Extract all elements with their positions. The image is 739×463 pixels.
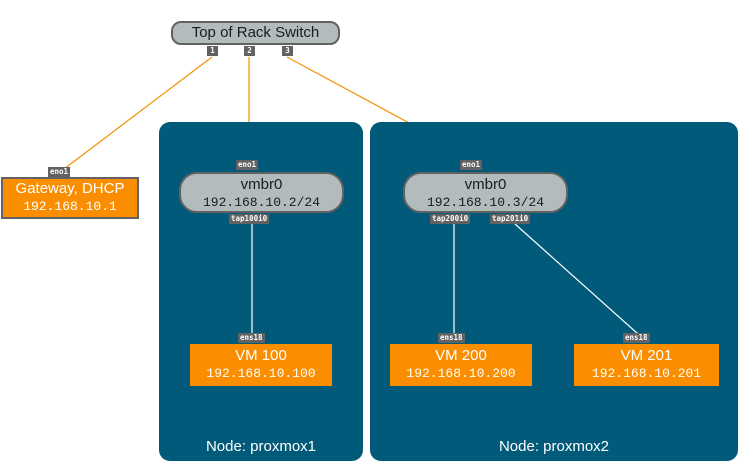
proxmox1-uplink-tag: eno1 — [236, 160, 259, 170]
proxmox2-tap201-tag: tap201i0 — [490, 214, 531, 224]
bridge-ip: 192.168.10.3/24 — [426, 195, 545, 210]
proxmox1-tap-tag: tap100i0 — [229, 214, 270, 224]
vm201-box: VM 201 192.168.10.201 — [574, 344, 719, 386]
gateway-iface-tag: eno1 — [48, 167, 71, 177]
vm-name: VM 100 — [235, 347, 287, 364]
proxmox2-tap200-tag: tap200i0 — [430, 214, 471, 224]
switch-port-3: 3 — [282, 46, 293, 56]
proxmox2-bridge: vmbr0 192.168.10.3/24 — [403, 172, 568, 213]
vm200-box: VM 200 192.168.10.200 — [390, 344, 532, 386]
vm-name: VM 200 — [435, 347, 487, 364]
proxmox1-bridge: vmbr0 192.168.10.2/24 — [179, 172, 344, 213]
vm201-iface-tag: ens18 — [623, 333, 650, 343]
bridge-name: vmbr0 — [464, 176, 507, 193]
switch-label: Top of Rack Switch — [191, 24, 320, 41]
link-tap201i0-vm201 — [514, 223, 639, 335]
vm200-iface-tag: ens18 — [438, 333, 465, 343]
uplink-line-gateway — [59, 56, 213, 173]
vm-ip: 192.168.10.100 — [206, 366, 316, 381]
vm-ip: 192.168.10.200 — [406, 366, 516, 381]
vm100-box: VM 100 192.168.10.100 — [190, 344, 332, 386]
switch-port-2: 2 — [244, 46, 255, 56]
top-of-rack-switch: Top of Rack Switch — [171, 21, 340, 45]
gateway-ip: 192.168.10.1 — [23, 199, 117, 214]
gateway-box: Gateway, DHCP 192.168.10.1 — [1, 177, 139, 219]
vm-name: VM 201 — [620, 347, 673, 364]
gateway-title: Gateway, DHCP — [15, 180, 125, 197]
vm100-iface-tag: ens18 — [238, 333, 265, 343]
bridge-ip: 192.168.10.2/24 — [202, 195, 321, 210]
bridge-name: vmbr0 — [240, 176, 283, 193]
proxmox2-uplink-tag: eno1 — [460, 160, 483, 170]
vm-ip: 192.168.10.201 — [591, 366, 702, 381]
node-label: Node: proxmox1 — [205, 438, 317, 455]
node-label: Node: proxmox2 — [498, 438, 610, 455]
switch-port-1: 1 — [207, 46, 218, 56]
